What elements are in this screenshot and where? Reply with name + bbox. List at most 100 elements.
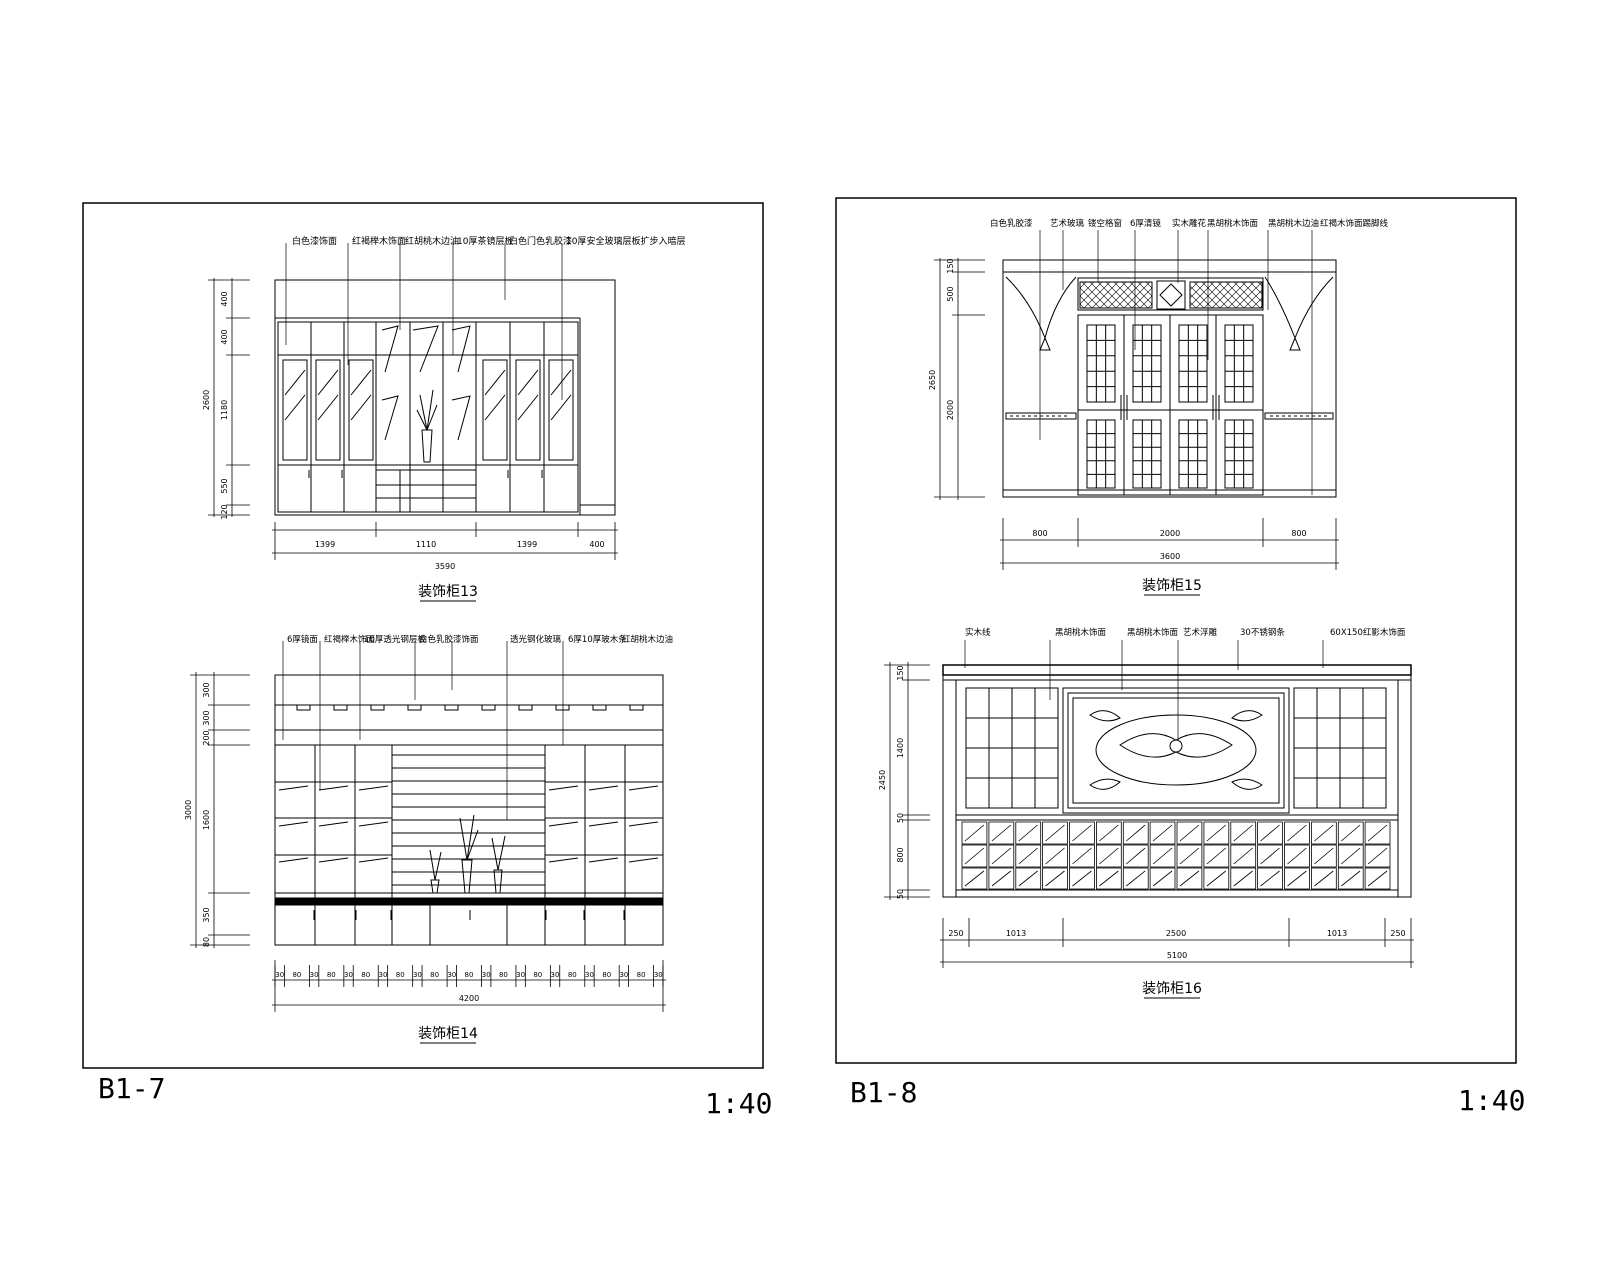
storage-cell-glass — [1179, 870, 1200, 887]
callout-16-4: 30不锈钢条 — [1240, 627, 1285, 638]
dim-15-v0: 150 — [946, 258, 955, 273]
storage-cell-glass — [1233, 847, 1253, 865]
storage-cell — [961, 821, 988, 845]
dim-14-h7: 80 — [396, 971, 405, 979]
storage-cell — [1176, 867, 1203, 890]
storage-cell — [1096, 821, 1122, 845]
storage-cell — [1015, 844, 1042, 868]
storage-cell-glass — [1126, 824, 1146, 842]
storage-cell-glass — [1341, 824, 1361, 842]
storage-cell-glass — [991, 847, 1012, 865]
door-window-1-1 — [1132, 419, 1162, 489]
storage-cell — [1122, 821, 1149, 845]
dim-13-v1: 400 — [220, 329, 229, 344]
dim-14-v4: 350 — [202, 907, 211, 922]
door-window-1-0 — [1132, 324, 1162, 403]
callout-16-5: 60X150红影木饰面 — [1330, 627, 1406, 638]
dim-14-total: 4200 — [459, 994, 479, 1003]
sheet-b1-8: 白色乳胶漆 艺术玻璃 镂空格窗 6厚清镜 实木雕花 黑胡桃木饰面 黑胡桃木边油 … — [835, 197, 1525, 1117]
dimensions-cabinet-13 — [208, 278, 618, 560]
storage-cell-glass — [1152, 870, 1173, 887]
dim-16-v1: 1400 — [896, 738, 905, 758]
callout-15-4: 实木雕花 — [1172, 218, 1207, 229]
dim-14-h20: 30 — [619, 971, 628, 979]
dim-16-h1: 1013 — [1006, 929, 1026, 938]
dim-14-v3: 1600 — [202, 810, 211, 830]
storage-cell — [1364, 844, 1391, 868]
door-window-0-0 — [1086, 324, 1116, 403]
storage-cell — [1284, 867, 1310, 890]
dim-14-v0: 300 — [202, 682, 211, 697]
storage-cell — [1069, 844, 1095, 868]
callout-14-1: 红褐榉木饰面 — [324, 634, 376, 645]
storage-cell-glass — [1126, 847, 1146, 865]
dimensions-cabinet-15 — [934, 258, 1339, 570]
dimensions-cabinet-14 — [190, 672, 666, 1012]
storage-cell-glass — [1341, 847, 1361, 865]
callout-16-3: 艺术浮雕 — [1183, 627, 1218, 638]
dim-14-h13: 80 — [499, 971, 508, 979]
storage-cell — [1176, 844, 1203, 868]
storage-cell — [988, 821, 1015, 845]
dim-14-h16: 30 — [551, 971, 560, 979]
dim-14-h19: 80 — [602, 971, 611, 979]
dim-14-h14: 30 — [516, 971, 525, 979]
sheet-code-b1-8: B1-8 — [850, 1076, 917, 1109]
sheet-scale-b1-8: 1:40 — [1458, 1084, 1525, 1117]
storage-cell-glass — [1260, 870, 1280, 887]
sheet-code-b1-7: B1-7 — [98, 1072, 165, 1105]
callouts-cabinet-13: 白色漆饰面 红褐榉木饰面 红胡桃木边油 10厚茶镜层板 白色门色乳胶漆 10厚安… — [292, 235, 685, 247]
dim-16-h3: 1013 — [1327, 929, 1347, 938]
callout-15-1: 艺术玻璃 — [1050, 218, 1085, 229]
dim-16-v2: 50 — [896, 813, 905, 823]
storage-cell — [1311, 844, 1337, 868]
door-window-2-0 — [1178, 324, 1208, 403]
storage-cell-glass — [964, 847, 985, 865]
dim-15-total: 3600 — [1160, 552, 1180, 561]
storage-cell — [1257, 821, 1283, 845]
dim-14-h4: 30 — [344, 971, 353, 979]
dim-15-h1: 2000 — [1160, 529, 1180, 538]
dim-ticks-14 — [274, 965, 664, 987]
storage-cell — [1337, 844, 1364, 868]
storage-cell-glass — [1099, 824, 1119, 842]
elevation-cabinet-13 — [274, 279, 616, 516]
storage-cell — [1203, 821, 1230, 845]
storage-cell-glass — [1341, 870, 1361, 887]
storage-cell — [1096, 844, 1122, 868]
storage-cell-glass — [1018, 847, 1038, 865]
storage-cell — [1042, 821, 1068, 845]
callout-14-2: 10厚透光钢层板 — [364, 634, 426, 645]
dim-16-v3: 800 — [896, 847, 905, 862]
dim-14-h10: 30 — [447, 971, 456, 979]
dim-14-v1: 300 — [202, 710, 211, 725]
storage-cell-glass — [1206, 870, 1227, 887]
callout-leaders-13 — [285, 243, 563, 400]
callout-14-3: 白色乳胶漆饰面 — [419, 634, 479, 645]
dim-13-v3: 550 — [220, 478, 229, 493]
storage-cell — [1203, 867, 1230, 890]
storage-cell-glass — [1179, 847, 1200, 865]
storage-cell-glass — [1045, 847, 1065, 865]
dim-labels-15: 800 2000 800 3600 150 500 2000 2650 — [928, 258, 1307, 561]
storage-cell — [1069, 821, 1095, 845]
dim-14-h8: 30 — [413, 971, 422, 979]
dim-labels-16: 250 1013 2500 1013 250 5100 150 1400 50 … — [878, 665, 1406, 960]
storage-cell — [1257, 867, 1283, 890]
callout-13-0: 白色漆饰面 — [292, 235, 337, 247]
callout-15-5: 黑胡桃木饰面 — [1207, 218, 1259, 229]
storage-cell — [1337, 867, 1364, 890]
sheet-scale-b1-7: 1:40 — [705, 1087, 772, 1120]
dim-16-h4: 250 — [1390, 929, 1405, 938]
storage-cell-glass — [1260, 824, 1280, 842]
dim-15-h0: 800 — [1032, 529, 1047, 538]
storage-cell — [988, 844, 1015, 868]
dim-13-h0: 1399 — [315, 540, 335, 549]
lower-cells-16 — [961, 821, 1391, 890]
door-grids-15 — [1086, 324, 1254, 489]
storage-cell — [1284, 844, 1310, 868]
dim-14-h21: 80 — [637, 971, 646, 979]
dim-13-vtotal: 2600 — [202, 390, 211, 410]
storage-cell — [1149, 844, 1176, 868]
callout-14-0: 6厚镜面 — [287, 634, 318, 645]
